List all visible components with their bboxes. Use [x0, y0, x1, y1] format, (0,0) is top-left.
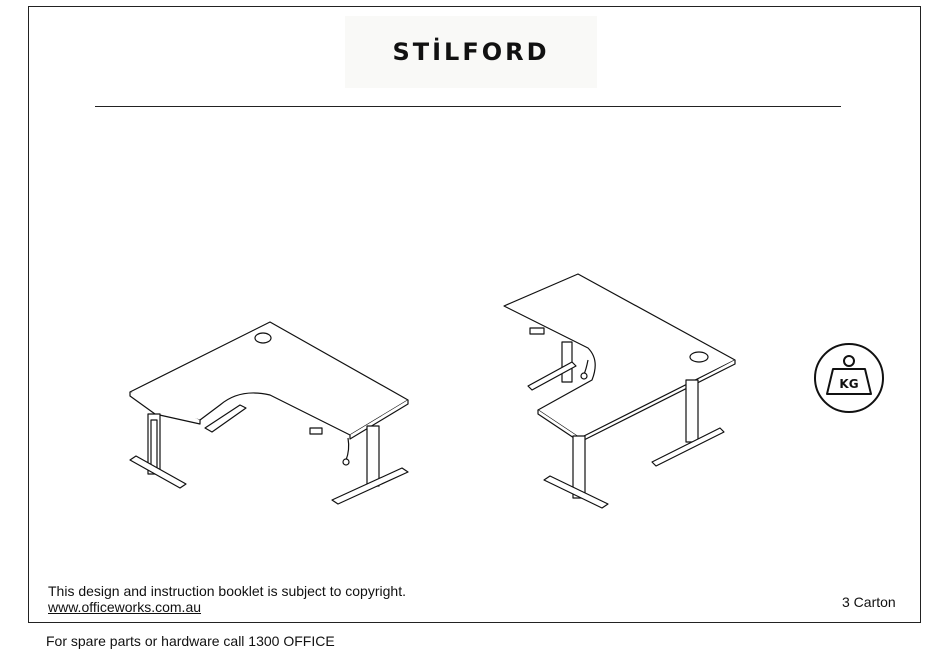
weight-label: KG — [839, 377, 858, 391]
weight-kg-icon: KG — [813, 342, 885, 414]
desk-illustration-right — [500, 270, 740, 515]
header-divider — [95, 106, 841, 107]
website-link[interactable]: www.officeworks.com.au — [48, 599, 201, 615]
desk-illustration-left — [120, 310, 420, 520]
carton-count: 3 Carton — [842, 594, 896, 610]
spare-parts-note: For spare parts or hardware call 1300 OF… — [46, 633, 335, 649]
copyright-notice: This design and instruction booklet is s… — [48, 583, 406, 599]
brand-logo: STİLFORD — [345, 16, 597, 88]
brand-logo-text: STİLFORD — [392, 38, 549, 66]
